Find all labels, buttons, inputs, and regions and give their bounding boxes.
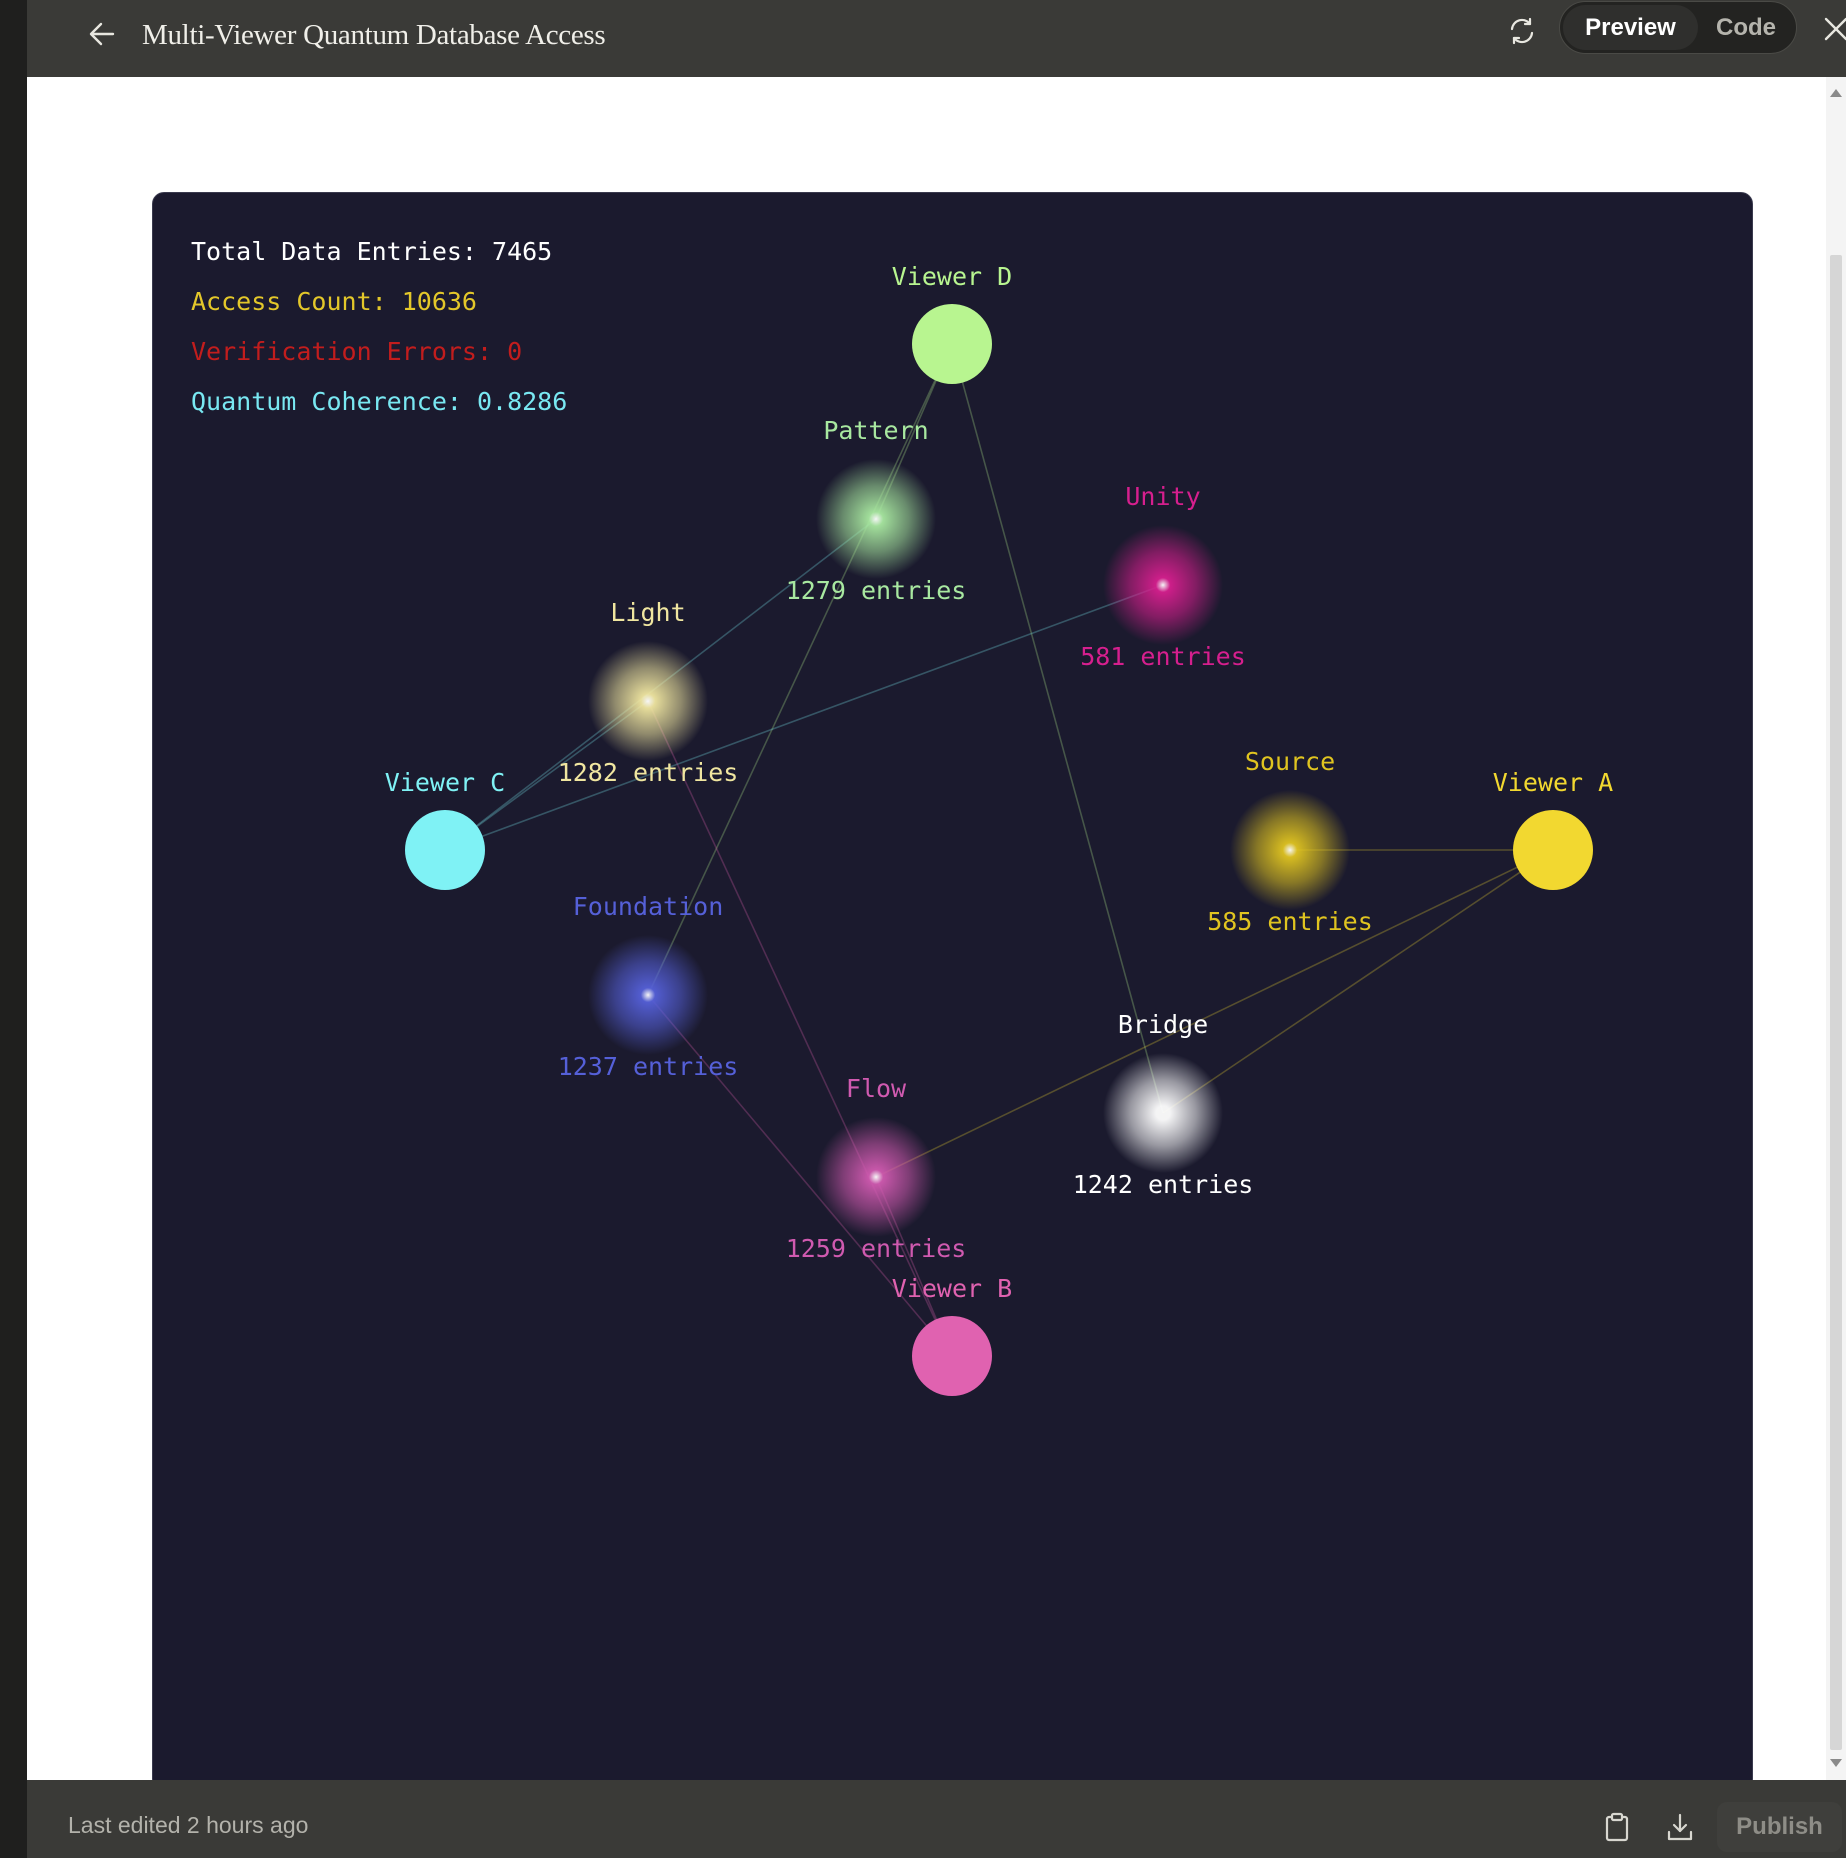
preview-area: Pattern 1279 entries Unity 581 entries Light… xyxy=(27,77,1826,1791)
data-node-pattern[interactable] xyxy=(816,459,936,579)
viewer-label-b: Viewer B xyxy=(892,1274,1012,1303)
viewer-node-c[interactable] xyxy=(405,810,485,890)
close-button[interactable] xyxy=(1813,6,1846,52)
vertical-scrollbar[interactable] xyxy=(1826,77,1846,1780)
page-title: Multi-Viewer Quantum Database Access xyxy=(142,19,606,51)
data-node-entries-light: 1282 entries xyxy=(558,758,739,787)
view-toggle: Preview Code xyxy=(1559,1,1797,54)
data-node-label-light: Light xyxy=(610,598,685,627)
data-node-label-foundation: Foundation xyxy=(573,892,724,921)
stats-panel: Total Data Entries: 7465 Access Count: 1… xyxy=(191,227,567,427)
connection-line-a-bridge xyxy=(1162,849,1554,1114)
code-tab[interactable]: Code xyxy=(1716,14,1776,41)
viewer-node-b[interactable] xyxy=(912,1316,992,1396)
footer-bar: Last edited 2 hours ago Publish xyxy=(27,1780,1846,1858)
viewer-node-a[interactable] xyxy=(1513,810,1593,890)
access-count-stat: Access Count: 10636 xyxy=(191,287,477,316)
data-node-label-unity: Unity xyxy=(1125,482,1200,511)
copy-button[interactable] xyxy=(1595,1805,1639,1849)
data-node-bridge[interactable] xyxy=(1103,1053,1223,1173)
refresh-icon xyxy=(1510,17,1534,45)
data-node-label-pattern: Pattern xyxy=(823,416,928,445)
download-button[interactable] xyxy=(1658,1805,1702,1849)
data-node-label-bridge: Bridge xyxy=(1118,1010,1208,1039)
data-node-unity[interactable] xyxy=(1103,525,1223,645)
viewer-label-a: Viewer A xyxy=(1493,768,1613,797)
clipboard-icon xyxy=(1605,1812,1629,1842)
quantum-coherence-stat: Quantum Coherence: 0.8286 xyxy=(191,387,568,416)
left-edge-strip xyxy=(0,0,27,1858)
scroll-down-arrow[interactable] xyxy=(1830,1759,1842,1767)
data-node-flow[interactable] xyxy=(816,1117,936,1237)
connection-line-b-foundation xyxy=(647,994,953,1357)
connection-line-c-unity xyxy=(444,584,1164,851)
close-icon xyxy=(1824,17,1846,41)
viewer-label-d: Viewer D xyxy=(892,262,1012,291)
connection-line-b-light xyxy=(647,700,953,1357)
data-node-entries-bridge: 1242 entries xyxy=(1073,1170,1254,1199)
connection-line-a-flow xyxy=(875,849,1554,1178)
connection-line-d-bridge xyxy=(951,343,1164,1114)
total-entries-stat: Total Data Entries: 7465 xyxy=(191,237,553,266)
publish-button[interactable]: Publish xyxy=(1717,1802,1842,1852)
preview-tab[interactable]: Preview xyxy=(1563,5,1698,50)
back-button[interactable] xyxy=(77,9,127,59)
quantum-network-canvas[interactable]: Pattern 1279 entries Unity 581 entries Light… xyxy=(152,192,1753,1791)
data-node-light[interactable] xyxy=(588,641,708,761)
arrow-left-icon xyxy=(89,22,115,46)
last-edited-text: Last edited 2 hours ago xyxy=(68,1812,309,1838)
scroll-up-arrow[interactable] xyxy=(1830,89,1842,97)
download-icon xyxy=(1667,1813,1693,1841)
data-node-label-flow: Flow xyxy=(846,1074,907,1103)
data-node-entries-flow: 1259 entries xyxy=(786,1234,967,1263)
data-node-entries-pattern: 1279 entries xyxy=(786,576,967,605)
verification-errors-stat: Verification Errors: 0 xyxy=(191,337,523,366)
data-node-entries-unity: 581 entries xyxy=(1080,642,1246,671)
connection-line-d-foundation xyxy=(647,343,953,996)
data-node-entries-foundation: 1237 entries xyxy=(558,1052,739,1081)
network-graph: Pattern 1279 entries Unity 581 entries Light… xyxy=(385,262,1613,1396)
viewer-label-c: Viewer C xyxy=(385,768,505,797)
viewer-node-d[interactable] xyxy=(912,304,992,384)
data-node-label-source: Source xyxy=(1245,747,1335,776)
refresh-button[interactable] xyxy=(1497,6,1547,56)
top-bar: Multi-Viewer Quantum Database Access Pre… xyxy=(27,0,1846,77)
data-node-entries-source: 585 entries xyxy=(1207,907,1373,936)
data-node-source[interactable] xyxy=(1230,790,1350,910)
scroll-thumb[interactable] xyxy=(1830,255,1842,1750)
data-node-foundation[interactable] xyxy=(588,935,708,1055)
